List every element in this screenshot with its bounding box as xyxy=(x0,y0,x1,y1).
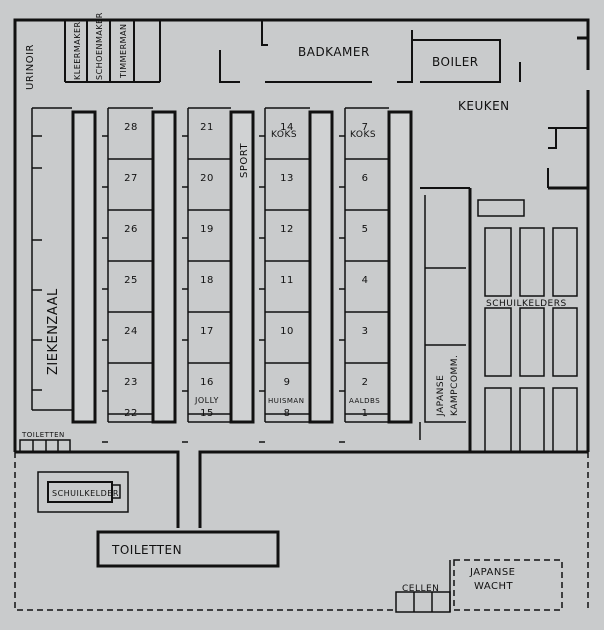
label-kampcomm-1: JAPANSE xyxy=(436,375,446,417)
barrack-number: 23 xyxy=(124,377,138,388)
barrack-number: 22 xyxy=(124,408,138,419)
workshop-walls xyxy=(64,20,521,83)
barrack-number: 11 xyxy=(280,275,294,286)
barrack-number: 17 xyxy=(200,326,214,337)
toiletten-block xyxy=(96,530,280,568)
barrack-number: 6 xyxy=(362,173,369,184)
label-kleermaker: KLEERMAKER xyxy=(73,21,82,80)
label-koks-2: KOKS xyxy=(350,130,376,140)
schuilkelders-grid xyxy=(477,199,578,453)
cellen-block xyxy=(395,560,451,613)
barrack-number: 16 xyxy=(200,377,214,388)
label-cellen: CELLEN xyxy=(402,584,439,594)
label-koks-1: KOKS xyxy=(271,130,297,140)
label-jolly: JOLLY xyxy=(194,396,219,405)
label-kampcomm-2: KAMPCOMM. xyxy=(450,355,460,416)
room-partitions xyxy=(31,107,389,443)
kampcomm-walls xyxy=(419,195,466,440)
lower-fence xyxy=(14,452,589,611)
barrack-number: 7 xyxy=(362,122,369,133)
schuilkelder-shelter xyxy=(37,471,129,513)
label-wacht-1: JAPANSE xyxy=(469,567,516,578)
outer-walls xyxy=(13,18,590,528)
label-wacht-2: WACHT xyxy=(474,581,514,592)
label-huisman: HUISMAN xyxy=(268,397,304,405)
barrack-number: 2 xyxy=(362,377,369,388)
label-keuken: KEUKEN xyxy=(458,99,510,113)
label-toiletten-large: TOILETTEN xyxy=(111,543,182,557)
barrack-block-4 xyxy=(308,110,334,424)
barrack-block-2 xyxy=(151,110,177,424)
label-schuilkelders: SCHUILKELDERS xyxy=(486,299,567,309)
barrack-number: 15 xyxy=(200,408,214,419)
barrack-block-5 xyxy=(387,110,413,424)
label-urinoir: URINOIR xyxy=(25,44,36,90)
barrack-number: 26 xyxy=(124,224,138,235)
label-boiler: BOILER xyxy=(432,55,479,69)
barrack-number: 21 xyxy=(200,122,214,133)
barrack-block-3 xyxy=(229,110,255,424)
label-timmerman: TIMMERMAN xyxy=(119,23,128,79)
label-schuilkelder: SCHUILKELDER xyxy=(52,489,119,498)
barrack-number: 20 xyxy=(200,173,214,184)
barrack-numbers: 2827262524232221201918171615141312111098… xyxy=(124,122,368,419)
label-sport: SPORT xyxy=(239,143,250,178)
barrack-number: 27 xyxy=(124,173,138,184)
barrack-number: 12 xyxy=(280,224,294,235)
barrack-number: 3 xyxy=(362,326,369,337)
label-toiletten-small: TOILETTEN xyxy=(21,431,65,439)
barrack-number: 18 xyxy=(200,275,214,286)
barrack-block-1 xyxy=(71,110,97,424)
label-aaldebs: AALDBS xyxy=(349,397,380,405)
barrack-number: 5 xyxy=(362,224,369,235)
barrack-blocks xyxy=(71,110,413,424)
label-ziekenzaal: ZIEKENZAAL xyxy=(46,288,61,375)
japanse-wacht-block xyxy=(453,559,563,611)
barrack-number: 8 xyxy=(284,408,291,419)
toiletten-strip xyxy=(19,439,71,453)
barrack-number: 14 xyxy=(280,122,294,133)
barrack-number: 10 xyxy=(280,326,294,337)
barrack-number: 25 xyxy=(124,275,138,286)
label-badkamer: BADKAMER xyxy=(298,45,370,59)
barrack-number: 19 xyxy=(200,224,214,235)
barrack-number: 28 xyxy=(124,122,138,133)
barrack-number: 4 xyxy=(362,275,369,286)
barrack-number: 24 xyxy=(124,326,138,337)
label-schoenmaker: SCHOENMAKER xyxy=(95,12,104,80)
barrack-number: 9 xyxy=(284,377,291,388)
barrack-number: 13 xyxy=(280,173,294,184)
barrack-number: 1 xyxy=(362,408,369,419)
labels: URINOIR KLEERMAKER SCHOENMAKER TIMMERMAN… xyxy=(21,12,567,594)
